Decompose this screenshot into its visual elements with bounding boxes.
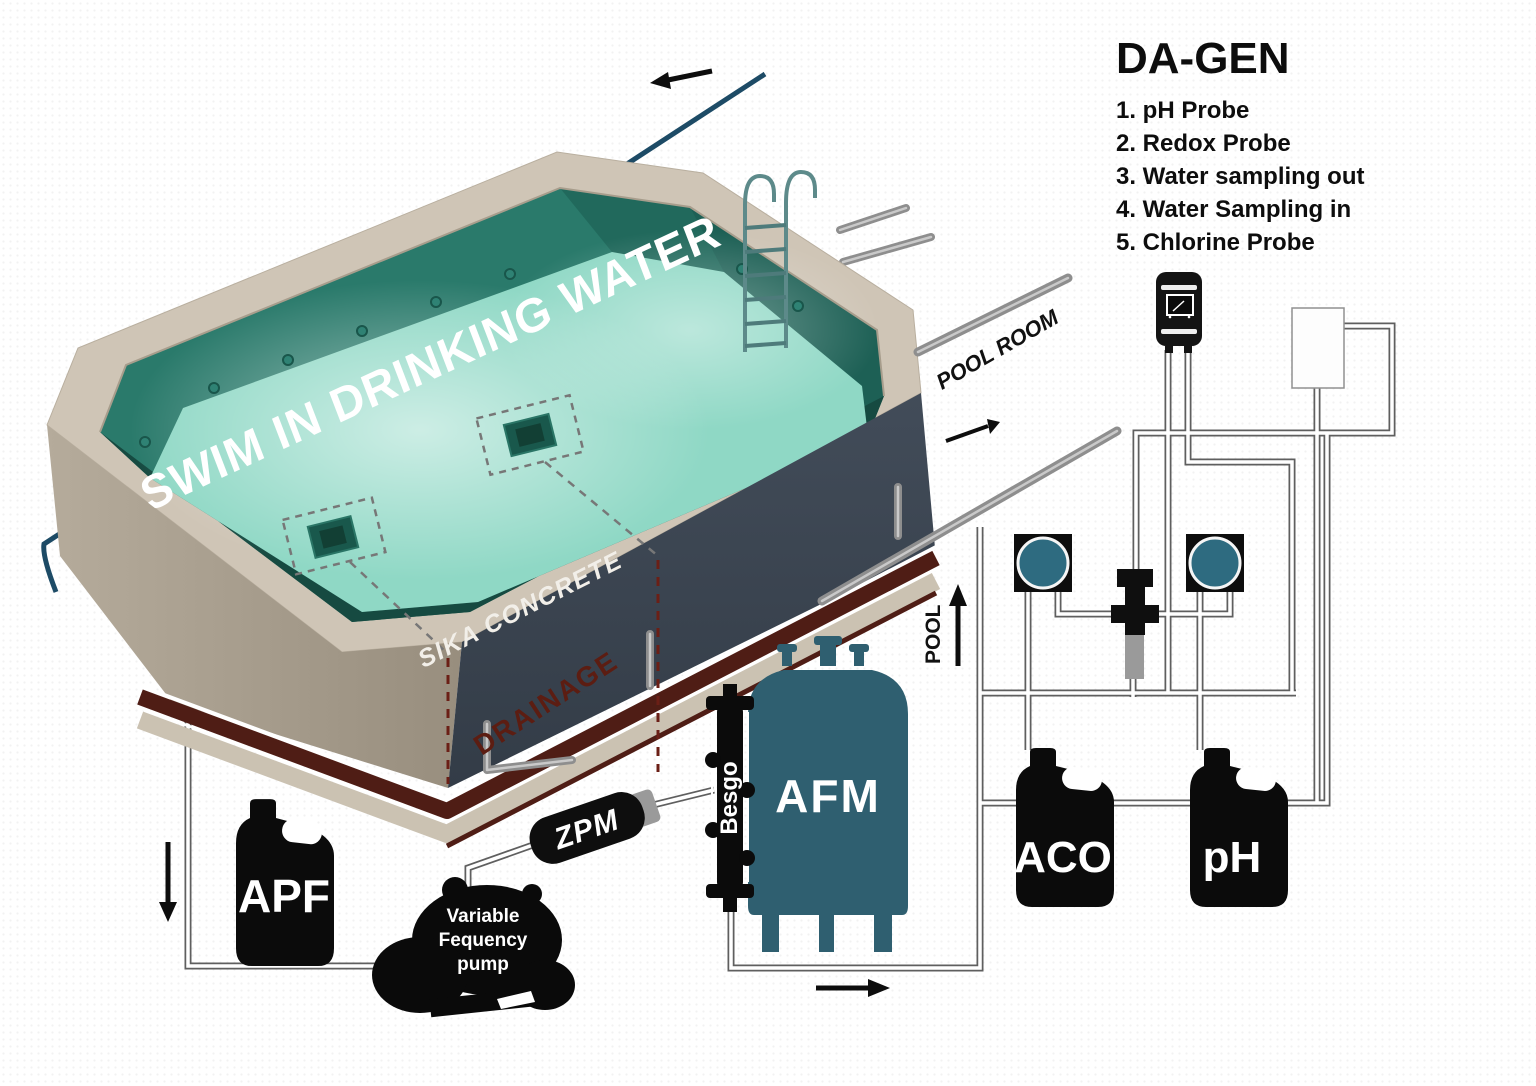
aco-label: ACO bbox=[1014, 833, 1112, 882]
pipe-left-circuit bbox=[184, 683, 436, 970]
flow-arrow-left-top bbox=[650, 68, 713, 89]
pool-front-face bbox=[448, 393, 935, 788]
chemical-injector bbox=[1111, 569, 1159, 679]
afm-tank: AFM bbox=[748, 636, 908, 952]
pool: SWIM IN DRINKING WATER SIKA CONCRETE DRA bbox=[46, 151, 941, 849]
apf-label: APF bbox=[238, 870, 330, 922]
pool-flow-arrow bbox=[949, 584, 967, 666]
drainage-stub-pipes bbox=[483, 483, 902, 774]
flow-arrow-right-bottom bbox=[816, 979, 890, 997]
legend: DA-GEN 1. pH Probe 2. Redox Probe 3. Wat… bbox=[1116, 34, 1364, 259]
legend-item-1: 1. pH Probe bbox=[1116, 97, 1250, 124]
pool-flow-label: POOL bbox=[922, 604, 945, 664]
pool-room-arrow bbox=[945, 419, 1000, 443]
legend-item-2: 2. Redox Probe bbox=[1116, 130, 1291, 157]
vf-pump: Variable Fequency pump bbox=[372, 877, 575, 1018]
wall-junction-box bbox=[1291, 307, 1345, 389]
gauge-needle-icon bbox=[1172, 300, 1185, 312]
floor-drain-2 bbox=[474, 393, 586, 477]
pump-label-line2: Fequency bbox=[439, 930, 528, 951]
apf-jug: APF bbox=[236, 799, 334, 967]
drainage-bands bbox=[136, 545, 941, 849]
legend-item-5: 5. Chlorine Probe bbox=[1116, 229, 1315, 256]
aco-jug: ACO bbox=[1014, 748, 1114, 907]
drain-leaders bbox=[349, 461, 660, 784]
besgo-valve: Besgo bbox=[705, 684, 755, 912]
pool-edge-pipes bbox=[836, 204, 935, 266]
pump-label-line3: pump bbox=[457, 954, 509, 975]
dosing-pump-right bbox=[1186, 534, 1244, 592]
ph-jug: pH bbox=[1190, 748, 1288, 907]
injector-tip bbox=[1125, 635, 1144, 679]
afm-label: AFM bbox=[775, 770, 881, 822]
legend-item-4: 4. Water Sampling in bbox=[1116, 196, 1352, 223]
ph-label: pH bbox=[1203, 833, 1262, 882]
dosing-controller bbox=[1156, 272, 1202, 353]
dosing-pump-left bbox=[1014, 534, 1072, 592]
pool-outer-wall-left bbox=[47, 425, 462, 788]
rim-inner-edge bbox=[99, 186, 885, 433]
wall-jets bbox=[139, 263, 804, 448]
legend-item-3: 3. Water sampling out bbox=[1116, 163, 1365, 190]
pool-ladder bbox=[743, 169, 817, 352]
besgo-label: Besgo bbox=[716, 761, 743, 834]
floor-drain-1 bbox=[281, 496, 387, 576]
transfer-pipes bbox=[817, 273, 1122, 606]
legend-title: DA-GEN bbox=[1116, 34, 1290, 83]
flow-arrow-down-left bbox=[159, 842, 177, 922]
pump-label-line1: Variable bbox=[447, 906, 520, 927]
pump-foot-gap bbox=[497, 991, 535, 1009]
